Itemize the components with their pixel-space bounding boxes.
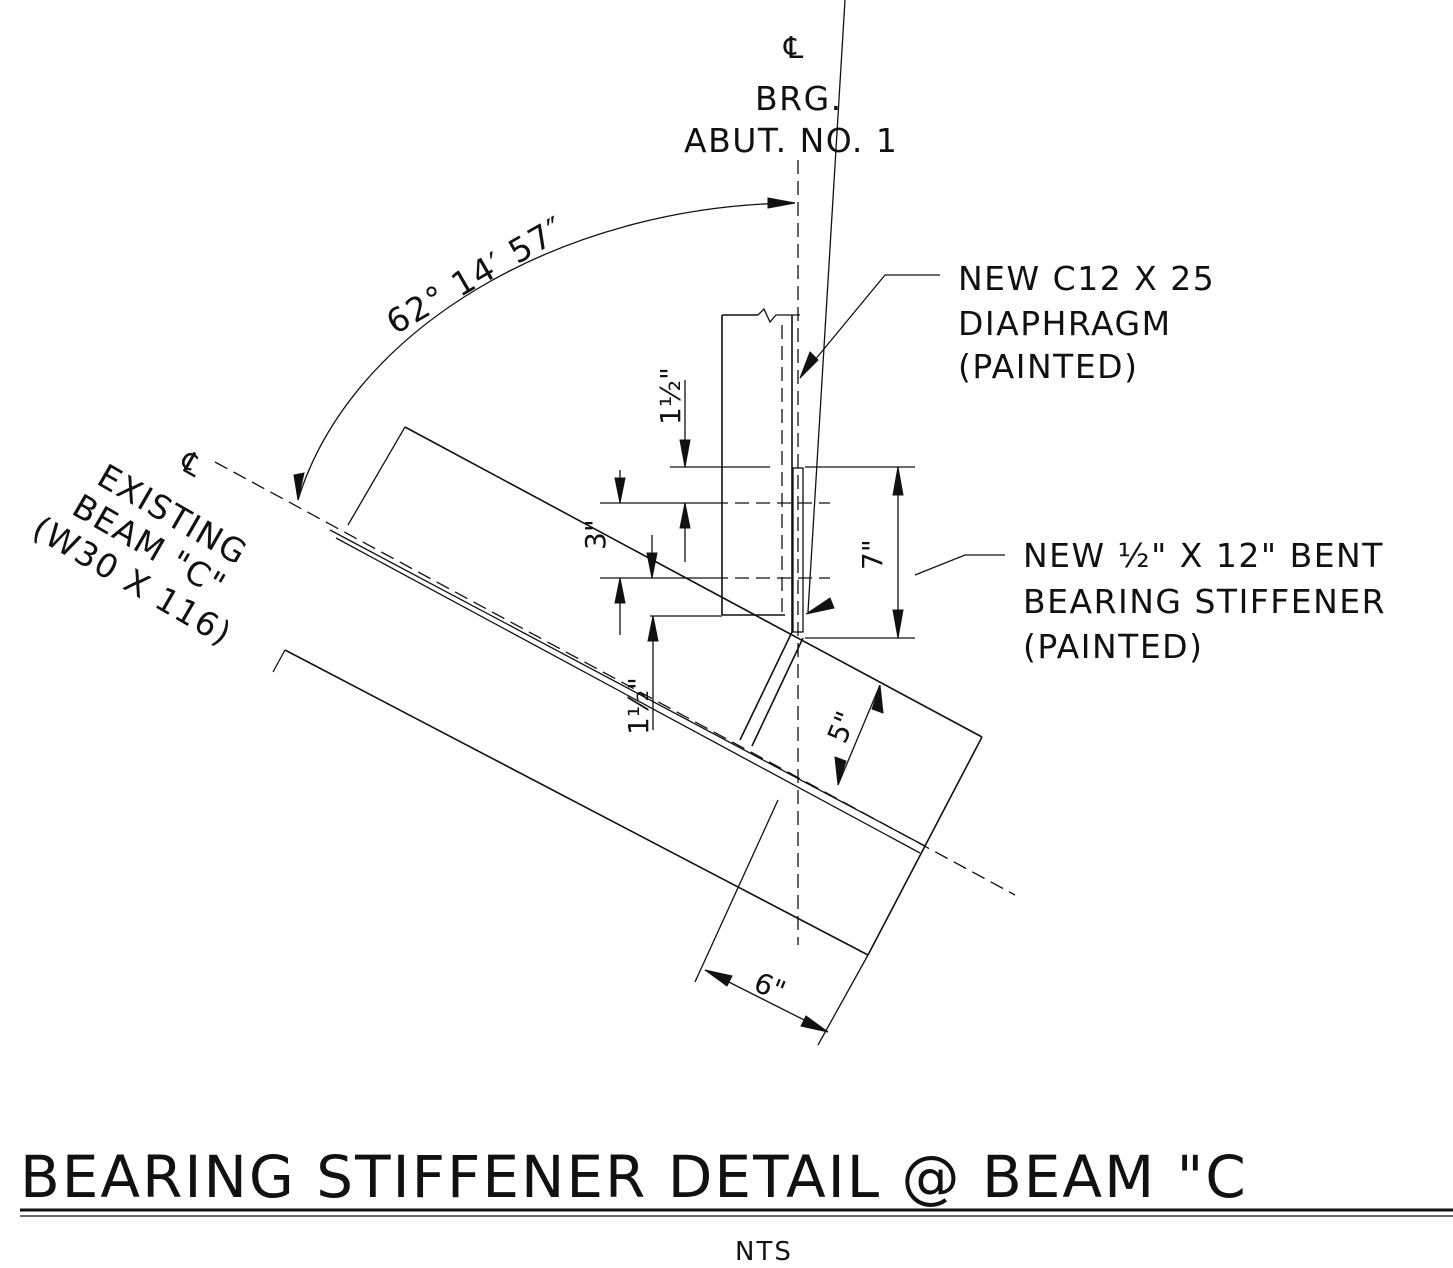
beam-web <box>329 529 926 854</box>
dim-five <box>834 684 884 786</box>
brg-label: BRG. <box>755 79 843 118</box>
dim-bottom-gap-text: 1½" <box>622 677 655 735</box>
bent-stiffener <box>739 467 804 747</box>
diaphragm-label-3: (PAINTED) <box>958 347 1138 386</box>
dim-six-text: 6" <box>749 966 790 1008</box>
dim-bottom-gap <box>614 577 659 730</box>
centerline-symbol-top: ℄ <box>783 31 803 66</box>
drawing-subtitle: NTS <box>735 1237 793 1267</box>
leader-diaphragm <box>799 274 940 379</box>
skew-angle-arc <box>293 197 796 501</box>
stiffener-label-3: (PAINTED) <box>1023 627 1203 666</box>
dim-top-gap <box>679 380 691 468</box>
dim-seven-text: 7" <box>856 539 889 570</box>
dim-top-gap-text: 1½" <box>654 367 687 425</box>
abut-label: ABUT. NO. 1 <box>684 121 898 160</box>
stiffener-label-2: BEARING STIFFENER <box>1023 582 1386 621</box>
dim-seven <box>892 466 904 639</box>
diaphragm-label-1: NEW C12 X 25 <box>958 259 1215 298</box>
angle-text: 62° 14′ 57″ <box>380 208 573 342</box>
dim-three-text: 3" <box>579 519 612 550</box>
dimension-lines-vertical-stack <box>600 466 915 639</box>
dim-three <box>614 470 691 579</box>
diaphragm <box>721 307 800 632</box>
drawing-title: BEARING STIFFENER DETAIL @ BEAM "C <box>20 1143 1248 1211</box>
leader-stiffener <box>805 0 1005 615</box>
centerline-symbol-beam: ℄ <box>173 444 208 484</box>
diaphragm-label-2: DIAPHRAGM <box>958 304 1172 343</box>
stiffener-label-1: NEW ½" X 12" BENT <box>1023 536 1384 575</box>
dim-six <box>694 799 869 1046</box>
